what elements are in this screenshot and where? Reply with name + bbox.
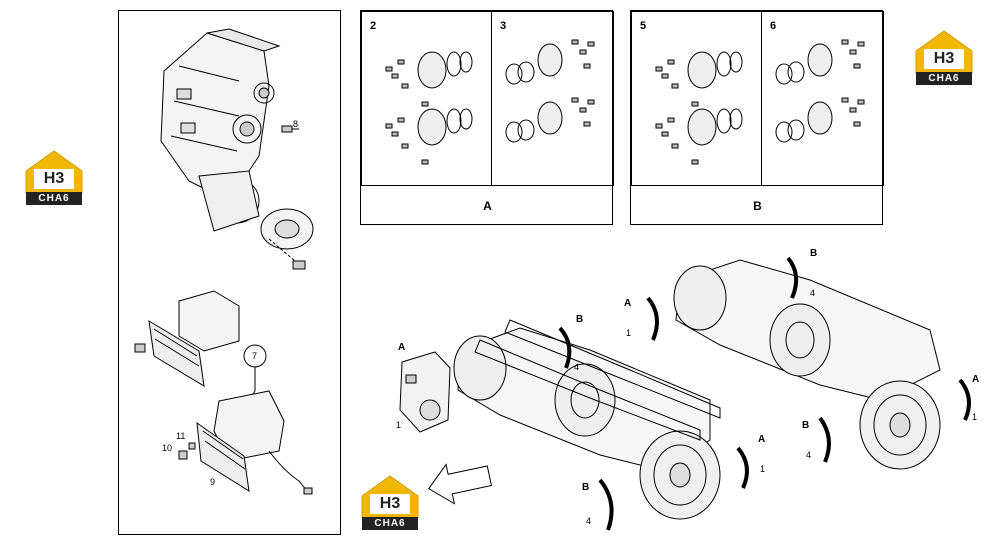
marker-a-rear-left: A — [624, 298, 632, 309]
ref-1-front-right: 1 — [760, 464, 766, 474]
detail-box-b-cell-5: 5 — [631, 11, 762, 186]
marker-a-rear-right: A — [972, 374, 980, 385]
cell-number-6: 6 — [770, 20, 777, 32]
callout-7: 7 — [252, 351, 258, 361]
detail-box-a: 2 3 — [360, 10, 614, 225]
marker-a-front-right: A — [758, 434, 766, 445]
callout-9: 9 — [210, 477, 216, 487]
detail-box-a-label: A — [483, 199, 492, 213]
marker-b-front: B — [576, 314, 584, 325]
ref-4-rear-bottom: 4 — [806, 450, 812, 460]
detail-box-b-cell-6: 6 — [761, 11, 884, 186]
ref-4-rear-top: 4 — [810, 288, 816, 298]
logo-left: H3 CHA6 — [22, 147, 86, 205]
house-logo-icon — [25, 150, 83, 194]
axle-assembly-view: A 1 B 4 B 4 A 1 A 1 A 1 B 4 B 4 — [380, 240, 990, 540]
logo-right-top-text: H3 — [933, 50, 955, 67]
detail-box-b-label: B — [753, 199, 762, 213]
hub-seal-kit-drawing — [385, 51, 473, 165]
cell-number-2: 2 — [370, 20, 377, 32]
house-logo-icon — [915, 30, 973, 74]
logo-bottom-top-text: H3 — [379, 495, 401, 512]
ref-1-rear-left: 1 — [626, 328, 632, 338]
axle-assembly-drawing — [399, 256, 971, 531]
logo-right-bottom-text: CHA6 — [916, 72, 972, 85]
logo-left-top-text: H3 — [43, 170, 65, 187]
marker-b-rear-bottom: B — [802, 420, 810, 431]
ref-1-rear-right: 1 — [972, 412, 978, 422]
ref-4-front: 4 — [574, 362, 580, 372]
ref-4-front-bottom: 4 — [586, 516, 592, 526]
ref-1-gearbox: 1 — [396, 420, 402, 430]
marker-a-gearbox: A — [398, 342, 406, 353]
marker-b-rear-top: B — [810, 248, 818, 259]
detail-box-a-cell-2: 2 — [361, 11, 492, 186]
cell-number-3: 3 — [500, 20, 507, 32]
hub-bearing-kit-drawing — [505, 39, 595, 143]
transmission-exploded-drawing — [134, 28, 314, 495]
cell-number-5: 5 — [640, 20, 647, 32]
callout-11: 11 — [176, 431, 186, 441]
house-logo-icon — [361, 475, 419, 519]
left-parts-panel: 8 7 11 10 9 — [118, 10, 341, 535]
logo-bottom: H3 CHA6 — [358, 472, 422, 530]
callout-8: 8 — [293, 119, 299, 129]
logo-bottom-bottom-text: CHA6 — [362, 517, 418, 530]
marker-b-front-bottom: B — [582, 482, 590, 493]
hub-bearing-kit-drawing — [775, 39, 865, 143]
logo-right: H3 CHA6 — [912, 27, 976, 85]
logo-left-bottom-text: CHA6 — [26, 192, 82, 205]
hub-seal-kit-drawing — [655, 51, 743, 165]
detail-box-b: 5 6 — [630, 10, 884, 225]
callout-10: 10 — [162, 443, 173, 453]
detail-box-a-cell-3: 3 — [491, 11, 614, 186]
